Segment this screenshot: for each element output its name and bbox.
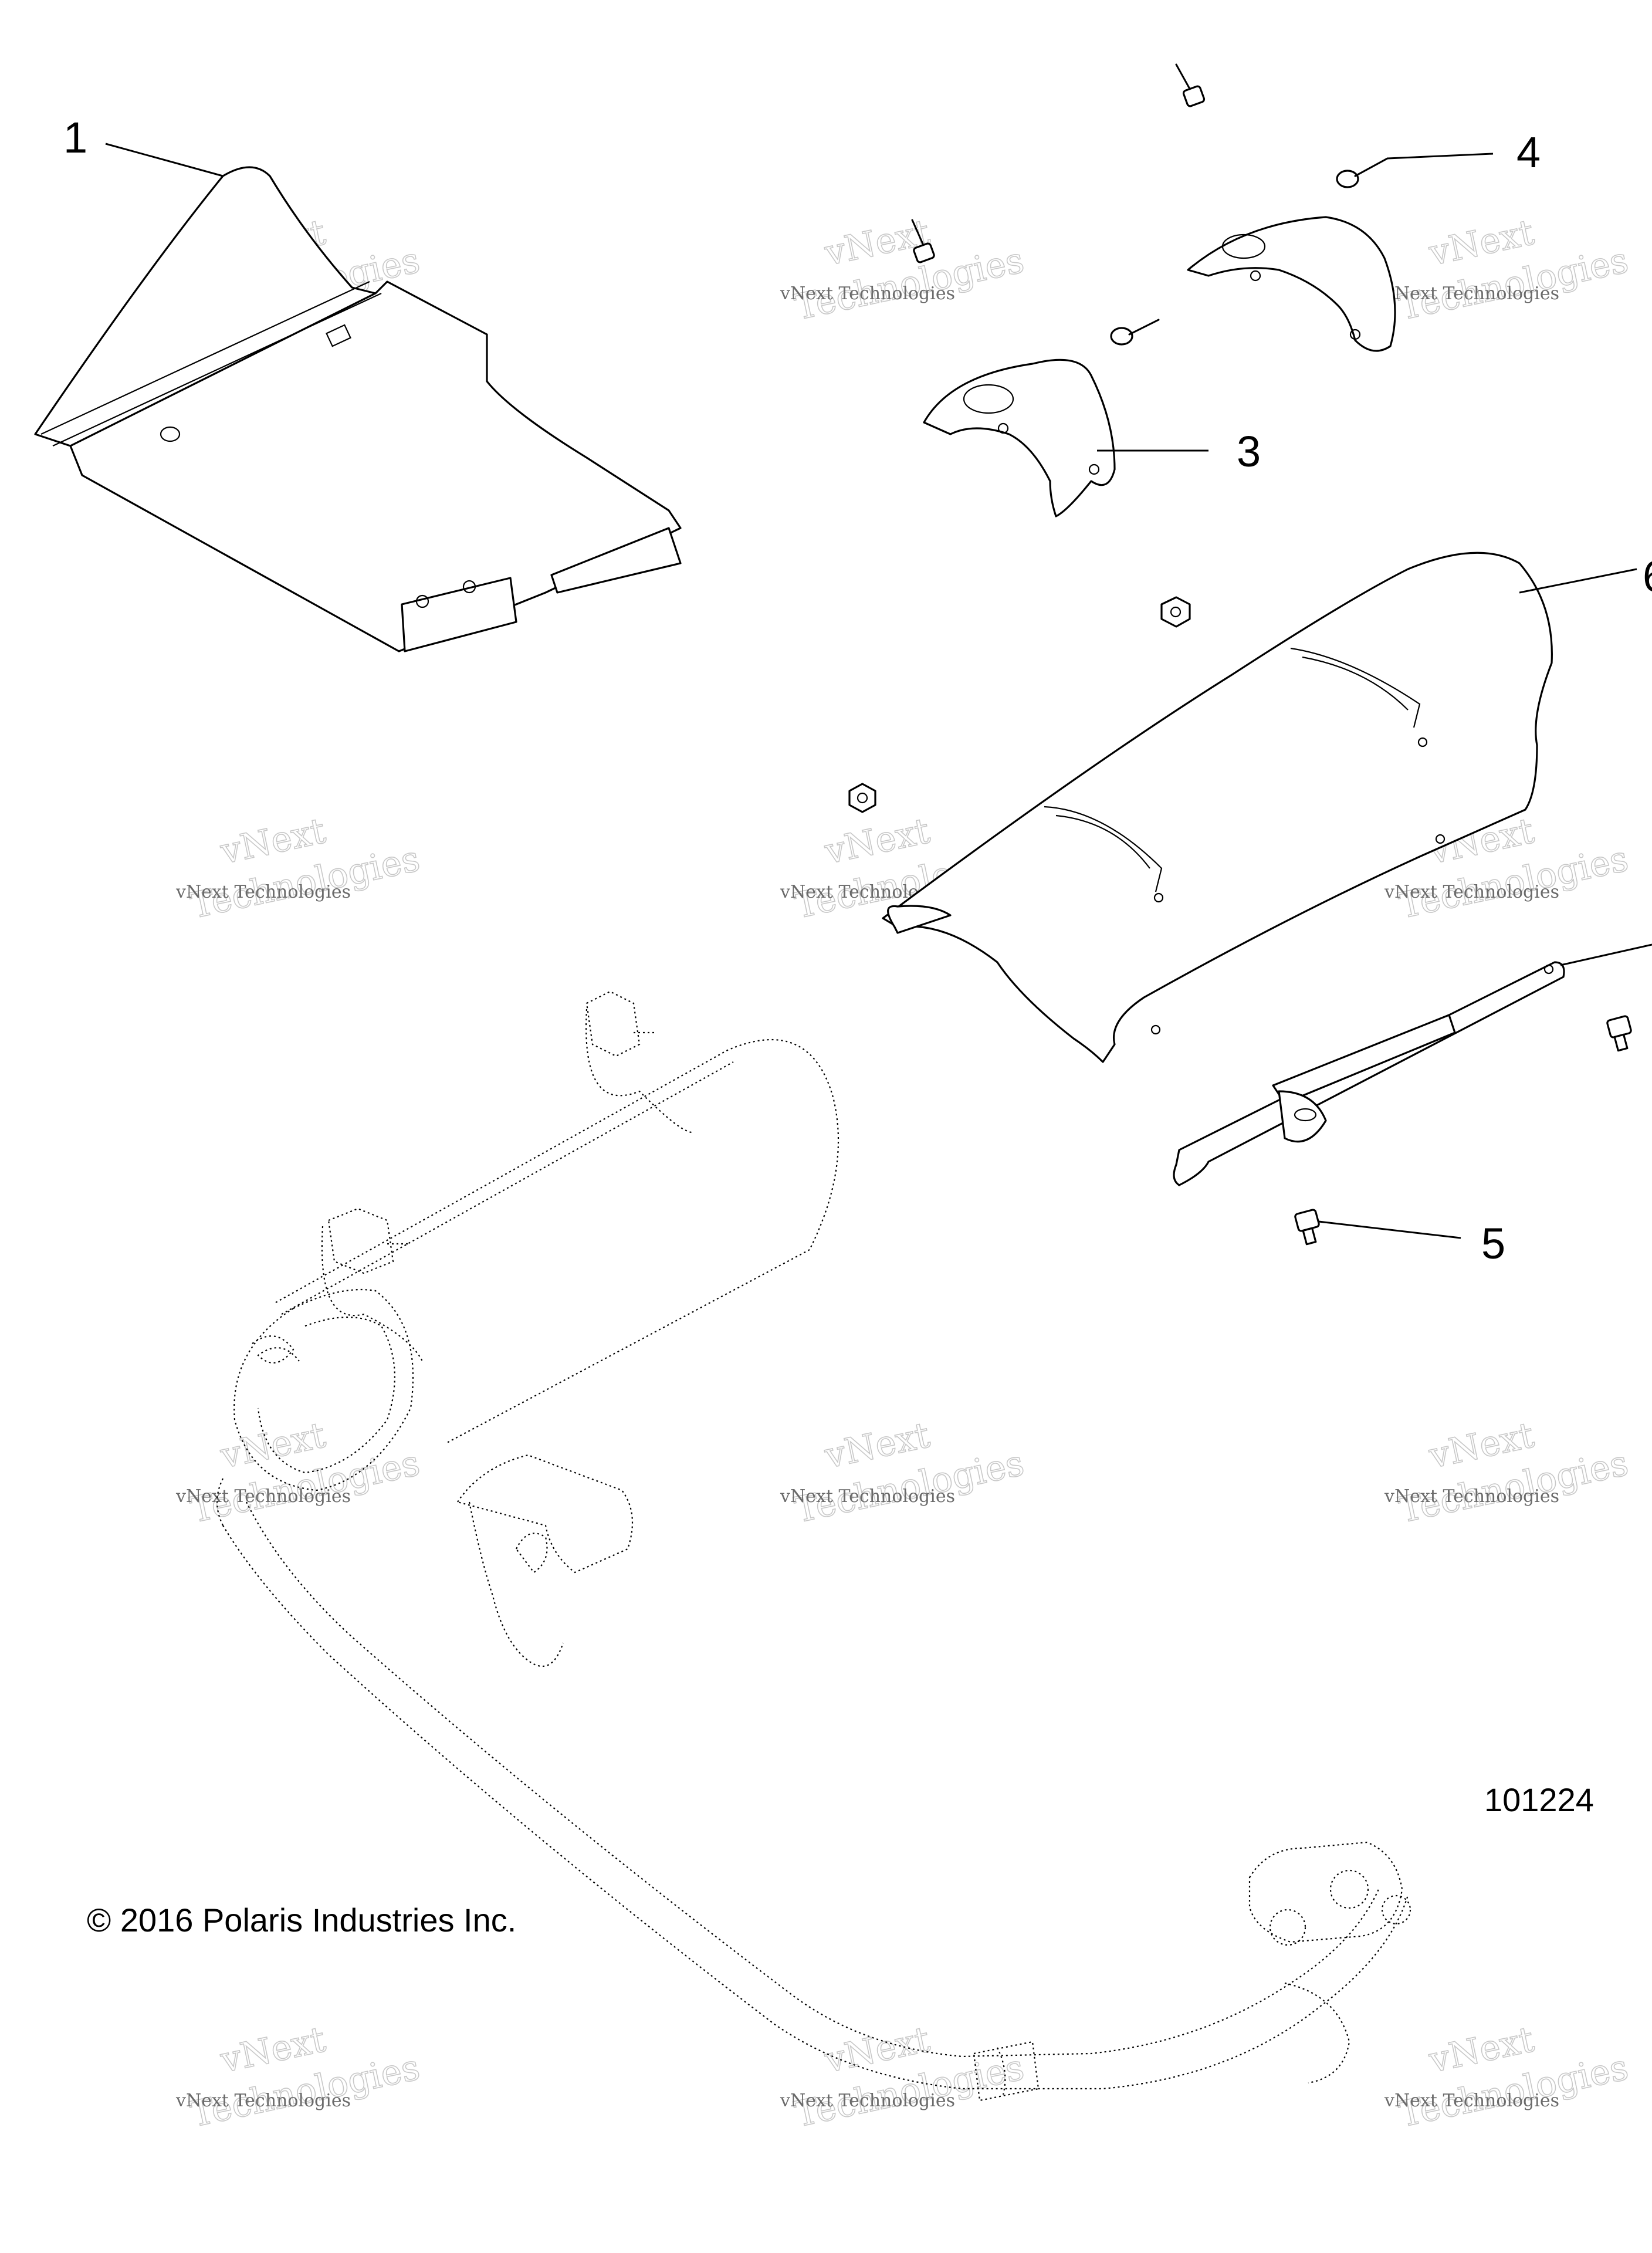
part-4-bolt-a (1175, 63, 1206, 107)
watermark-text: vNext Technologies (1384, 1486, 1559, 1507)
nut-a (1160, 596, 1191, 628)
part-6-muffler-heat-shield (882, 552, 1553, 1063)
callout-3: 3 (1237, 427, 1261, 476)
watermark: vNext Technologies vNext Technologies (780, 211, 1028, 329)
watermark: vNext Technologies vNext Technologies (1384, 2018, 1632, 2136)
watermark-text: vNext Technologies (1384, 2090, 1559, 2111)
callout-leaders (105, 143, 1652, 1239)
figure-number: 101224 (1484, 1781, 1594, 1818)
heat-shield-bracket (1173, 961, 1565, 1186)
exhaust-muffler-reference (216, 990, 1411, 2102)
watermark-text: vNext Technologies (780, 2090, 955, 2111)
leader-1 (105, 143, 224, 177)
watermark: vNext Technologies vNext Technologies (175, 2018, 424, 2136)
watermark-text: vNext Technologies (1384, 882, 1559, 902)
part-4-bolt-b (1336, 157, 1389, 188)
leader-bracket (1560, 943, 1652, 966)
part-5-bolt-b (1606, 1015, 1632, 1052)
watermark-text: vNext Technologies (175, 1486, 351, 1507)
watermark: vNext Technologies vNext Technologies (780, 2018, 1028, 2136)
watermark: vNext Technologies vNext Technologies (780, 1414, 1028, 1531)
callout-5: 5 (1481, 1219, 1505, 1268)
watermark-text: vNext Technologies (1384, 283, 1559, 304)
callout-6: 6 (1643, 552, 1652, 601)
watermark-text: vNext Technologies (175, 882, 351, 902)
nut-b (848, 783, 876, 813)
part-5-bolt-a (1294, 1209, 1320, 1246)
callout-4: 4 (1516, 128, 1541, 177)
leader-6 (1519, 568, 1637, 594)
watermark-text: vNext Technologies (780, 283, 955, 304)
part-1-heat-shield (34, 166, 682, 652)
callout-1: 1 (63, 113, 87, 162)
part-3-small-shield-b (1187, 216, 1396, 352)
part-3-small-shield-a (923, 358, 1116, 517)
watermark-text: vNext Technologies (175, 2090, 351, 2111)
watermark: vNext Technologies vNext Technologies (1384, 211, 1632, 329)
watermark: vNext Technologies vNext Technologies (1384, 1414, 1632, 1531)
watermark: vNext Technologies vNext Technologies (175, 810, 424, 927)
leader-4 (1387, 153, 1494, 160)
copyright-notice: © 2016 Polaris Industries Inc. (87, 1902, 517, 1939)
part-4-bolt-c (911, 219, 935, 263)
watermark: vNext Technologies vNext Technologies (175, 1414, 424, 1531)
leader-5 (1318, 1220, 1461, 1239)
part-4-bolt-d (1110, 319, 1160, 346)
watermark-text: vNext Technologies (780, 1486, 955, 1507)
